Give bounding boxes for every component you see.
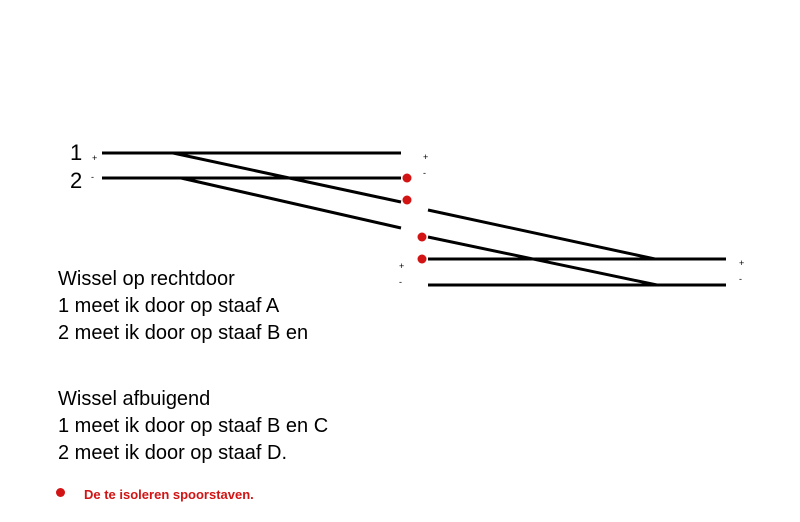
sign-left-track2: - [91,172,94,182]
sign-mid-track2: - [423,168,426,178]
isolation-marker-3 [417,232,427,242]
sign-right-plus: + [739,258,744,268]
track-label-1: 1 [70,140,82,165]
text-diverging: Wissel afbuigend 1 meet ik door op staaf… [58,386,328,467]
rail-diverging-upper-2 [427,208,656,261]
heading-straight: Wissel op rechtdoor [58,268,235,290]
straight-line-1: 1 meet ik door op staaf A [58,295,280,317]
heading-diverging: Wissel afbuigend [58,388,211,410]
sign-mid-track1: + [423,152,428,162]
sign-right-minus: - [739,274,742,284]
diverging-line-2: 2 meet ik door op staaf D. [58,442,288,464]
legend-marker-icon [56,488,65,497]
rail-diverging-upper-1 [172,151,402,204]
track-label-2: 2 [70,168,82,193]
sign-lower-minus: - [399,277,402,287]
sign-lower-plus: + [399,261,404,271]
isolation-marker-4 [417,254,427,264]
rail-diverging-lower-2 [427,235,658,287]
text-straight: Wissel op rechtdoor 1 meet ik door op st… [58,266,308,347]
straight-line-2: 2 meet ik door op staaf B en [58,322,309,344]
isolation-marker-1 [402,173,412,183]
sign-left-track1: + [92,153,97,163]
legend-label: De te isoleren spoorstaven. [84,487,254,502]
rail-diverging-lower-1 [180,176,402,230]
diverging-line-1: 1 meet ik door op staaf B en C [58,415,329,437]
isolation-marker-2 [402,195,412,205]
legend: De te isoleren spoorstaven. [56,487,254,502]
